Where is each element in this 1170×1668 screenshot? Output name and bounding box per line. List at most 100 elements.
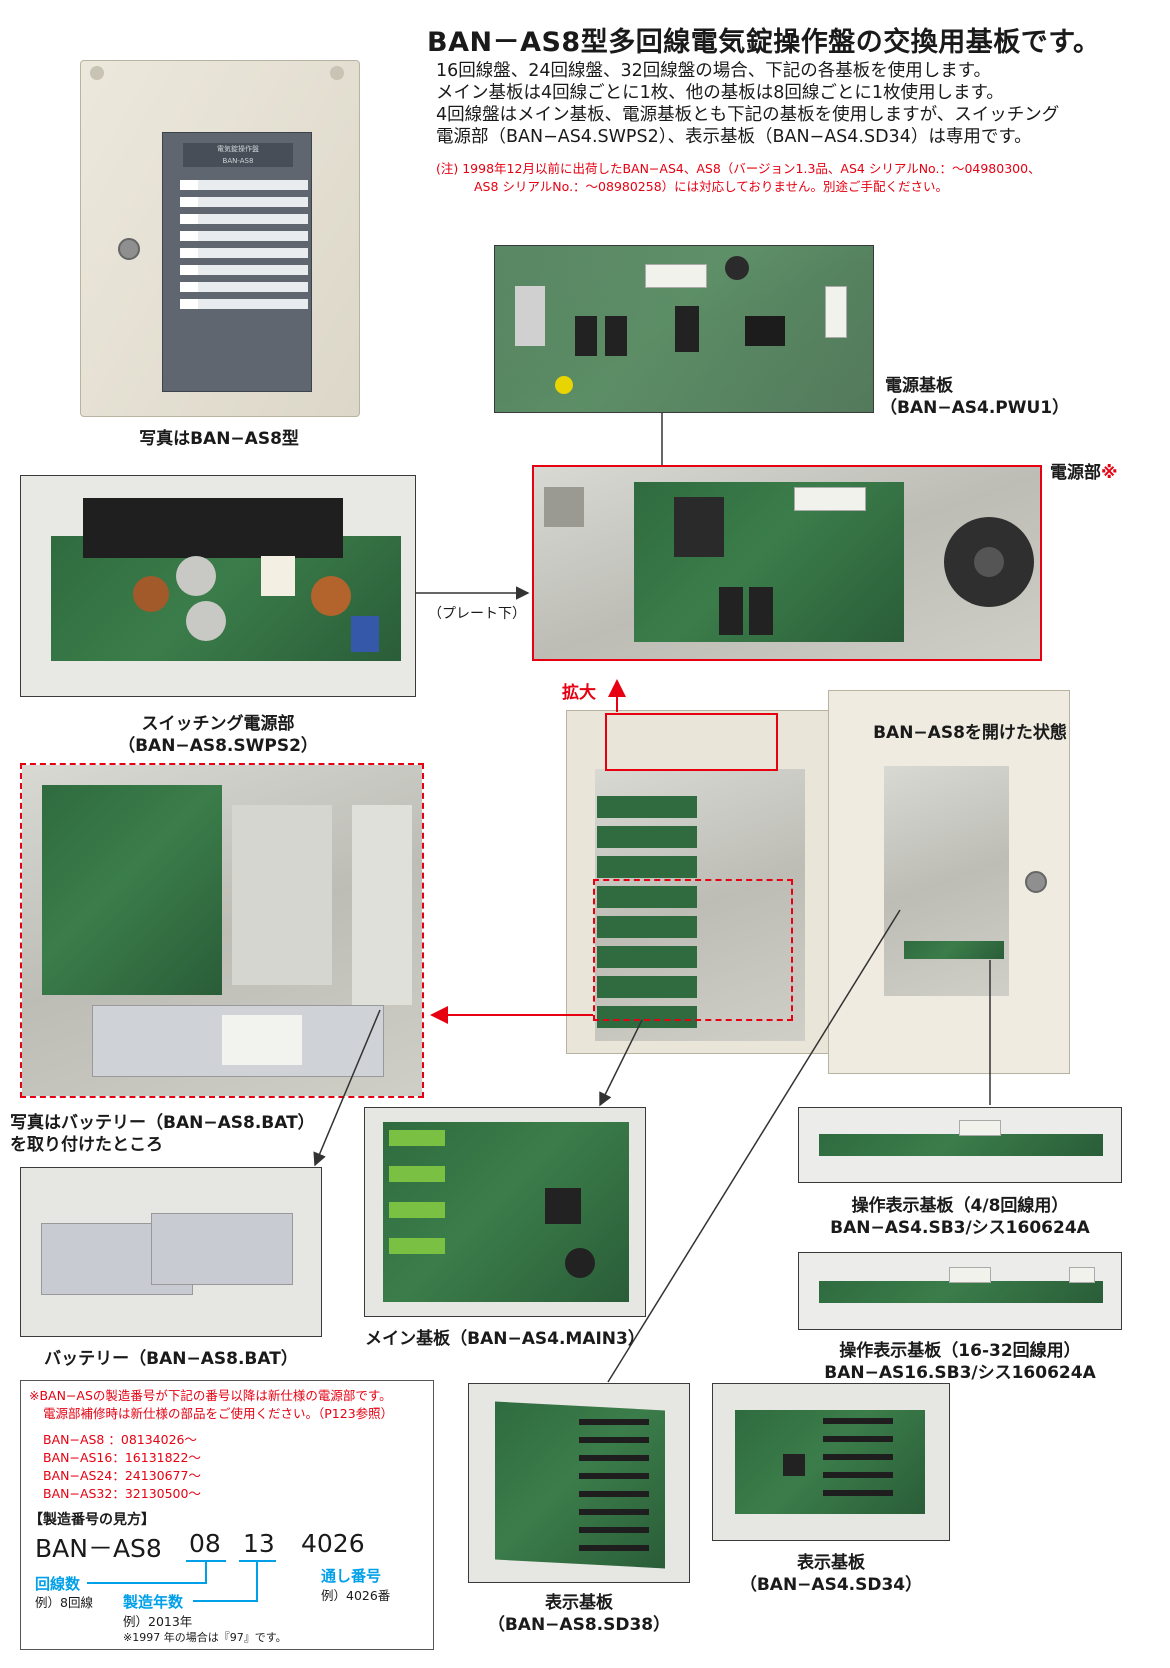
- open-door: [828, 690, 1070, 1074]
- panel-face: 電気錠操作盤 BAN-AS8: [162, 132, 312, 392]
- sb3-1632-label-2: BAN−AS16.SB3/シス160624A: [824, 1363, 1096, 1383]
- display-board-led-row: [823, 1472, 893, 1478]
- panel-indicator-row: [180, 180, 308, 190]
- cabinet-board-row: [597, 1006, 697, 1028]
- display-board-led-row: [579, 1491, 649, 1497]
- power-board-photo: [494, 245, 874, 413]
- display-board-led-row: [579, 1473, 649, 1479]
- power-section-photo: [532, 465, 1042, 661]
- main-board-label: メイン基板（BAN−AS4.MAIN3）: [365, 1329, 645, 1349]
- serial-part-year: 13: [243, 1529, 275, 1558]
- cabinet-board-row: [597, 826, 697, 848]
- cabinet-board-row: [597, 946, 697, 968]
- cabinet-power-highlight: [605, 713, 778, 771]
- desc-line-4: 電源部（BAN−AS4.SWPS2）、表示基板（BAN−AS4.SD34）は専用…: [436, 127, 1032, 147]
- power-board-name: 電源基板: [885, 376, 953, 396]
- note-line-1: (注) 1998年12月以前に出荷したBAN−AS4、AS8（バージョン1.3品…: [436, 161, 1041, 176]
- main-terminal-block: [389, 1130, 445, 1146]
- display-board-led-row: [823, 1418, 893, 1424]
- page-title: BAN－AS8型多回線電気錠操作盤の交換用基板です。: [427, 27, 1101, 58]
- model-code: BAN－AS8: [35, 1534, 162, 1563]
- serial-part-serial: 4026: [301, 1529, 365, 1558]
- year-note: ※1997 年の場合は『97』です。: [123, 1631, 287, 1644]
- main-terminal-block: [389, 1202, 445, 1218]
- example-serial: 例）4026番: [321, 1588, 391, 1603]
- display-board-led-row: [823, 1490, 893, 1496]
- main-terminal-block: [389, 1166, 445, 1182]
- serial-list-4: BAN−AS32：32130500〜: [43, 1486, 201, 1501]
- sd38-name: 表示基板: [545, 1593, 613, 1613]
- panel-indicator-row: [180, 197, 308, 207]
- power-section-mark: ※: [1101, 463, 1118, 483]
- label-serial: 通し番号: [321, 1567, 382, 1585]
- example-year: 例）2013年: [123, 1614, 193, 1629]
- sb3-48-photo: [798, 1107, 1122, 1183]
- display-board-led-row: [579, 1419, 649, 1425]
- cabinet-board-row: [597, 976, 697, 998]
- sb3-48-label-2: BAN−AS4.SB3/シス160624A: [830, 1218, 1090, 1238]
- panel-indicator-row: [180, 248, 308, 258]
- battery-installed-caption-1: 写真はバッテリー（BAN−AS8.BAT）: [10, 1113, 315, 1133]
- power-board-model: （BAN−AS4.PWU1）: [880, 398, 1070, 418]
- open-state-label: BAN−AS8を開けた状態: [873, 723, 1067, 743]
- power-section-label: 電源部※: [1050, 463, 1118, 483]
- sb3-48-label-1: 操作表示基板（4/8回線用）: [851, 1196, 1069, 1216]
- desc-line-1: 16回線盤、24回線盤、32回線盤の場合、下記の各基板を使用します。: [436, 61, 992, 81]
- example-circuits: 例）8回線: [35, 1595, 93, 1610]
- display-board-led-row: [579, 1545, 649, 1551]
- battery-installed-photo: [20, 763, 424, 1098]
- panel-indicator-row: [180, 214, 308, 224]
- panel-indicator-row: [180, 282, 308, 292]
- cabinet-main-highlight: [593, 879, 793, 1021]
- label-year: 製造年数: [123, 1593, 184, 1611]
- cabinet-board-row: [597, 886, 697, 908]
- note-line-2: AS8 シリアルNo.：〜08980258）には対応しておりません。別途ご手配く…: [474, 179, 949, 194]
- switching-psu-photo: [20, 475, 416, 697]
- battery-label: バッテリー（BAN−AS8.BAT）: [44, 1349, 298, 1369]
- sd38-photo: [468, 1383, 690, 1583]
- switching-psu-name: スイッチング電源部: [141, 714, 295, 734]
- panel-indicator-row: [180, 265, 308, 275]
- display-board-led-row: [823, 1454, 893, 1460]
- display-board-led-row: [579, 1527, 649, 1533]
- serial-list-3: BAN−AS24：24130677〜: [43, 1468, 201, 1483]
- serial-list-2: BAN−AS16：16131822〜: [43, 1450, 201, 1465]
- sd34-photo: [712, 1383, 950, 1541]
- panel-indicator-row: [180, 231, 308, 241]
- panel-photo: 電気錠操作盤 BAN-AS8: [80, 60, 360, 417]
- desc-line-3: 4回線盤はメイン基板、電源基板とも下記の基板を使用しますが、スイッチング: [436, 105, 1060, 125]
- main-board-photo: [364, 1107, 646, 1317]
- serial-notice-1: ※BAN−ASの製造番号が下記の番号以降は新仕様の電源部です。: [29, 1388, 392, 1403]
- serial-part-circuits: 08: [189, 1529, 221, 1558]
- display-board-led-row: [579, 1437, 649, 1443]
- cabinet-board-row: [597, 796, 697, 818]
- desc-line-2: メイン基板は4回線ごとに1枚、他の基板は8回線ごとに1枚使用します。: [436, 83, 1004, 103]
- battery-photo: [20, 1167, 322, 1337]
- main-terminal-block: [389, 1238, 445, 1254]
- panel-caption: 写真はBAN−AS8型: [139, 429, 299, 449]
- sd34-label: 表示基板（BAN−AS4.SD34）: [739, 1553, 923, 1595]
- cabinet-board-row: [597, 856, 697, 878]
- display-board-led-row: [579, 1509, 649, 1515]
- sb3-1632-label-1: 操作表示基板（16-32回線用）: [839, 1341, 1081, 1361]
- switching-psu-model: （BAN−AS8.SWPS2）: [118, 736, 318, 756]
- panel-indicator-row: [180, 299, 308, 309]
- how-to-read: 【製造番号の見方】: [29, 1512, 155, 1528]
- sd38-model: （BAN−AS8.SD38）: [487, 1615, 671, 1635]
- enlarge-label: 拡大: [562, 683, 596, 703]
- key-lock-icon: [118, 238, 140, 260]
- serial-list-1: BAN−AS8 ：08134026〜: [43, 1432, 197, 1447]
- panel-nameplate: 電気錠操作盤 BAN-AS8: [183, 143, 293, 167]
- label-circuits: 回線数: [35, 1575, 81, 1593]
- plate-under-label: （プレート下）: [428, 606, 526, 622]
- serial-notice-2: 電源部補修時は新仕様の部品をご使用ください。（P123参照）: [43, 1406, 394, 1421]
- serial-number-box: ※BAN−ASの製造番号が下記の番号以降は新仕様の電源部です。 電源部補修時は新…: [20, 1380, 434, 1650]
- display-board-led-row: [823, 1436, 893, 1442]
- display-board-led-row: [579, 1455, 649, 1461]
- serial-connector-lines: [87, 1560, 276, 1602]
- battery-installed-caption-2: を取り付けたところ: [10, 1135, 163, 1155]
- sb3-1632-photo: [798, 1252, 1122, 1330]
- open-cabinet-photo: [566, 710, 830, 1054]
- cabinet-board-row: [597, 916, 697, 938]
